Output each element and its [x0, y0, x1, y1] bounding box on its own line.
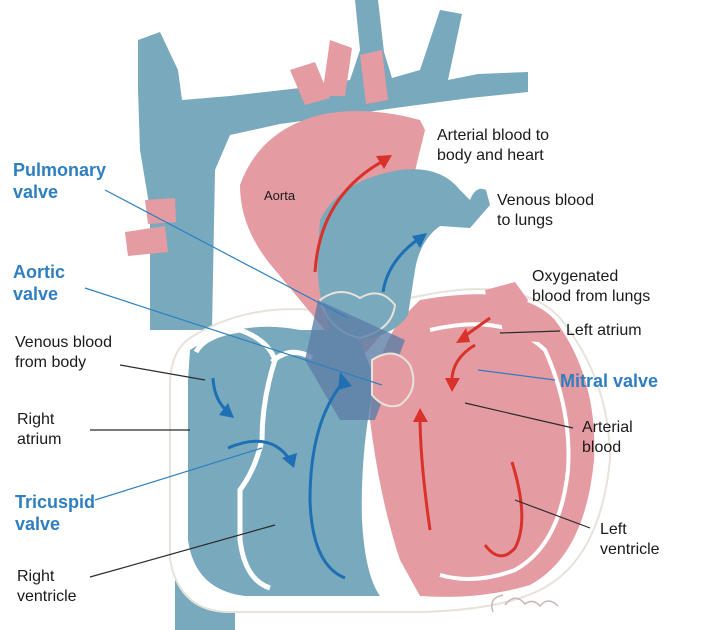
label-arterial-blood-to-body: Arterial blood to body and heart	[437, 126, 549, 166]
label-venous-blood-from-body: Venous blood from body	[15, 333, 112, 373]
label-aorta: Aorta	[264, 186, 295, 206]
label-venous-blood-to-lungs: Venous blood to lungs	[497, 191, 594, 231]
label-right-atrium: Right atrium	[17, 410, 61, 450]
label-left-atrium: Left atrium	[566, 321, 642, 341]
label-mitral-valve: Mitral valve	[560, 370, 658, 392]
label-left-ventricle: Left ventricle	[600, 520, 660, 560]
label-right-ventricle: Right ventricle	[17, 567, 77, 607]
label-tricuspid-valve: Tricuspid valve	[15, 491, 95, 535]
label-aortic-valve: Aortic valve	[13, 261, 65, 305]
label-oxygenated-blood: Oxygenated blood from lungs	[532, 267, 650, 307]
label-pulmonary-valve: Pulmonary valve	[13, 159, 106, 203]
aortic-valve-shape	[372, 354, 413, 407]
label-arterial-blood: Arterial blood	[582, 418, 633, 458]
